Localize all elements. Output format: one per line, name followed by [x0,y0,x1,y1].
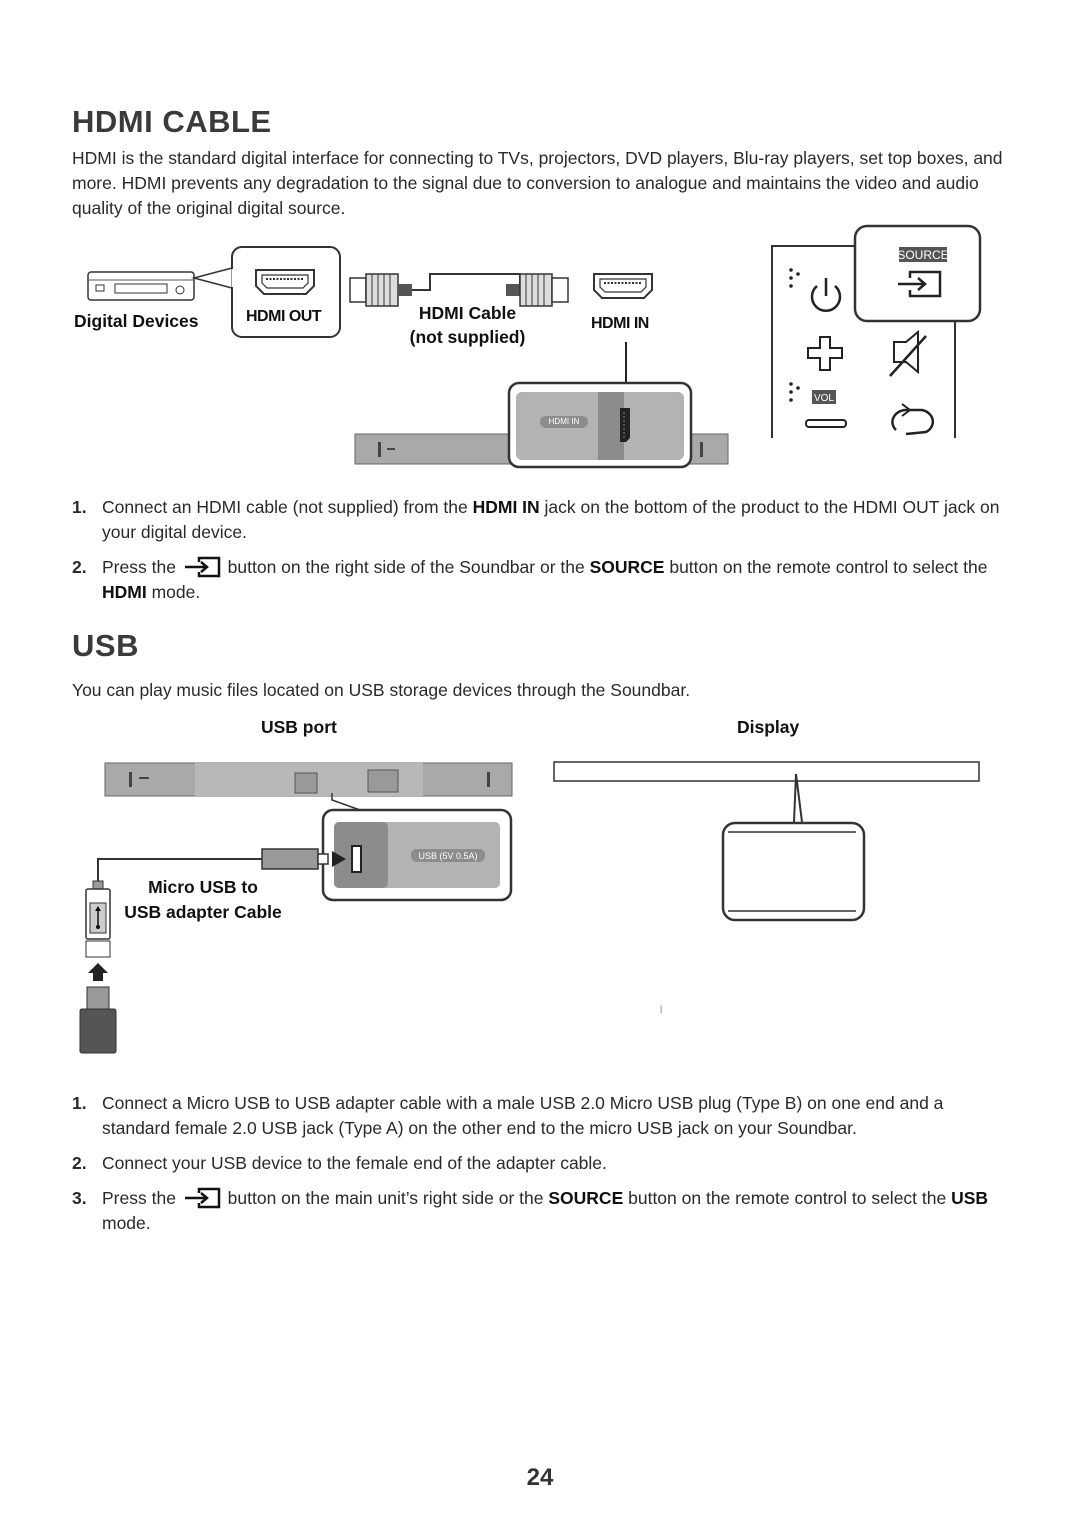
label-display: Display [737,717,800,737]
usb-symbol-icon [95,906,101,929]
repeat-icon [891,403,935,436]
remote-control-icon: VOL [771,245,956,438]
source-button-icon [898,270,942,298]
micro-usb-cable-icon [85,848,329,958]
section-title-hdmi: HDMI CABLE [72,104,272,139]
hdmi-cable-icon [349,273,569,307]
usb-flash-drive-icon [79,986,117,1054]
hdmi-step-2: 2. Press the button on the right side of… [72,556,988,602]
label-hdmi-cable: HDMI Cable [418,303,517,323]
label-hdmi-out: HDMI OUT [246,308,322,325]
hdmi-connection-diagram: VOL SOURCE [87,224,982,469]
page-number: 24 [526,1464,554,1491]
source-badge: SOURCE [897,248,948,262]
source-input-icon [184,1187,221,1209]
label-not-supplied: (not supplied) [409,327,526,347]
hdmi-intro: HDMI is the standard digital interface f… [72,148,1003,218]
mute-icon [889,329,927,377]
usb-step-1: 1. Connect a Micro USB to USB adapter ca… [72,1093,944,1138]
soundbar-icon [104,762,513,797]
stray-mark: l [660,1005,663,1016]
power-icon [810,278,842,312]
hdmi-in-port-label: HDMI IN [548,417,580,426]
usb-intro: You can play music files located on USB … [72,680,691,700]
usb-port-label: USB (5V 0.5A) [418,851,478,861]
minus-icon [805,419,847,428]
hdmi-step-1: 1. Connect an HDMI cable (not supplied) … [72,497,1000,542]
label-digital-devices: Digital Devices [74,311,199,331]
label-micro-usb-1: Micro USB to [148,877,258,897]
vol-badge: VOL [814,393,834,404]
label-micro-usb-2: USB adapter Cable [124,902,282,922]
dvd-player-icon [87,271,195,301]
hdmi-port-icon-in [593,273,653,299]
source-input-icon [184,556,221,578]
usb-connection-diagram [79,762,513,1054]
usb-step-2: 2. Connect your USB device to the female… [72,1153,607,1173]
hdmi-port-icon-out [255,269,315,295]
usb-step-3: 3. Press the button on the main unit’s r… [72,1187,989,1233]
label-usb-port: USB port [261,717,337,737]
section-title-usb: USB [72,628,139,663]
plus-icon [807,336,843,371]
label-hdmi-in: HDMI IN [591,315,649,332]
display-diagram [553,761,980,922]
